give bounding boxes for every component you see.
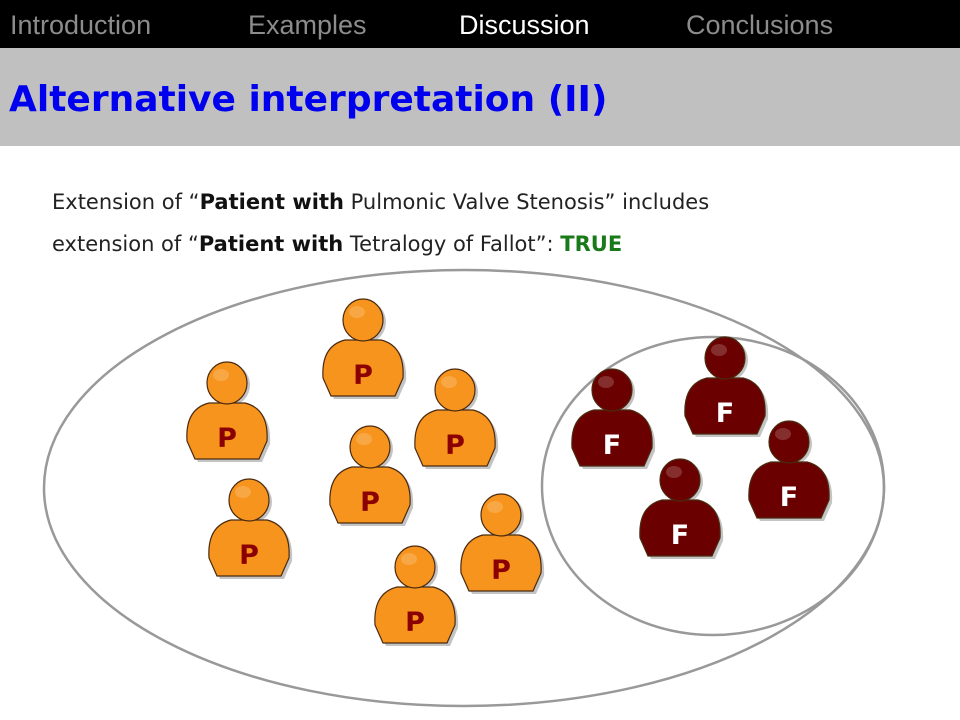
person-f-icon-label: F bbox=[603, 430, 621, 461]
nav-item-examples[interactable]: Examples bbox=[248, 10, 367, 40]
person-p-icon: P bbox=[414, 368, 499, 469]
nav-item-discussion[interactable]: Discussion bbox=[459, 10, 590, 40]
person-f-icon-label: F bbox=[671, 520, 689, 551]
person-p-icon-label: P bbox=[405, 607, 425, 638]
person-p-icon: P bbox=[208, 478, 293, 579]
person-p-icon: P bbox=[329, 425, 414, 526]
person-p-icon-label: P bbox=[445, 430, 465, 461]
statement-line-1-bold: Patient with bbox=[199, 190, 344, 214]
statement-text: Extension of “Patient with Pulmonic Valv… bbox=[52, 181, 709, 265]
person-p-icon-label: P bbox=[360, 487, 380, 518]
inner-set-ellipse bbox=[540, 335, 886, 637]
person-f-icon: F bbox=[639, 458, 724, 559]
statement-line-2-bold: Patient with bbox=[198, 232, 344, 256]
people-layer: P P P P P P P F F F F bbox=[186, 298, 833, 646]
person-p-icon-label: P bbox=[353, 360, 373, 391]
statement-line-2: extension of “Patient with Tetralogy of … bbox=[52, 223, 709, 265]
person-p-icon: P bbox=[322, 298, 407, 399]
person-f-icon: F bbox=[748, 420, 833, 521]
person-p-icon: P bbox=[460, 493, 545, 594]
top-navigation: Introduction Examples Discussion Conclus… bbox=[0, 0, 960, 48]
nav-item-conclusions[interactable]: Conclusions bbox=[686, 10, 834, 40]
statement-line-1-rest: Pulmonic Valve Stenosis” includes bbox=[343, 190, 710, 214]
person-p-icon-label: P bbox=[217, 423, 237, 454]
person-f-icon-label: F bbox=[780, 482, 798, 513]
statement-line-2-prefix: extension of “ bbox=[52, 232, 199, 256]
nav-item-introduction[interactable]: Introduction bbox=[10, 10, 152, 40]
truth-value: TRUE bbox=[560, 232, 623, 256]
person-p-icon-label: P bbox=[239, 540, 259, 571]
person-f-icon: F bbox=[571, 368, 656, 469]
statement-line-2-rest: Tetralogy of Fallot”: bbox=[343, 232, 561, 256]
slide-title: Alternative interpretation (II) bbox=[9, 79, 608, 120]
statement-line-1: Extension of “Patient with Pulmonic Valv… bbox=[52, 181, 709, 223]
title-bar bbox=[0, 48, 960, 146]
person-f-icon: F bbox=[684, 336, 769, 437]
person-p-icon: P bbox=[374, 545, 459, 646]
person-p-icon: P bbox=[186, 361, 271, 462]
person-f-icon-label: F bbox=[716, 398, 734, 429]
person-p-icon-label: P bbox=[491, 555, 511, 586]
statement-line-1-prefix: Extension of “ bbox=[52, 190, 200, 214]
